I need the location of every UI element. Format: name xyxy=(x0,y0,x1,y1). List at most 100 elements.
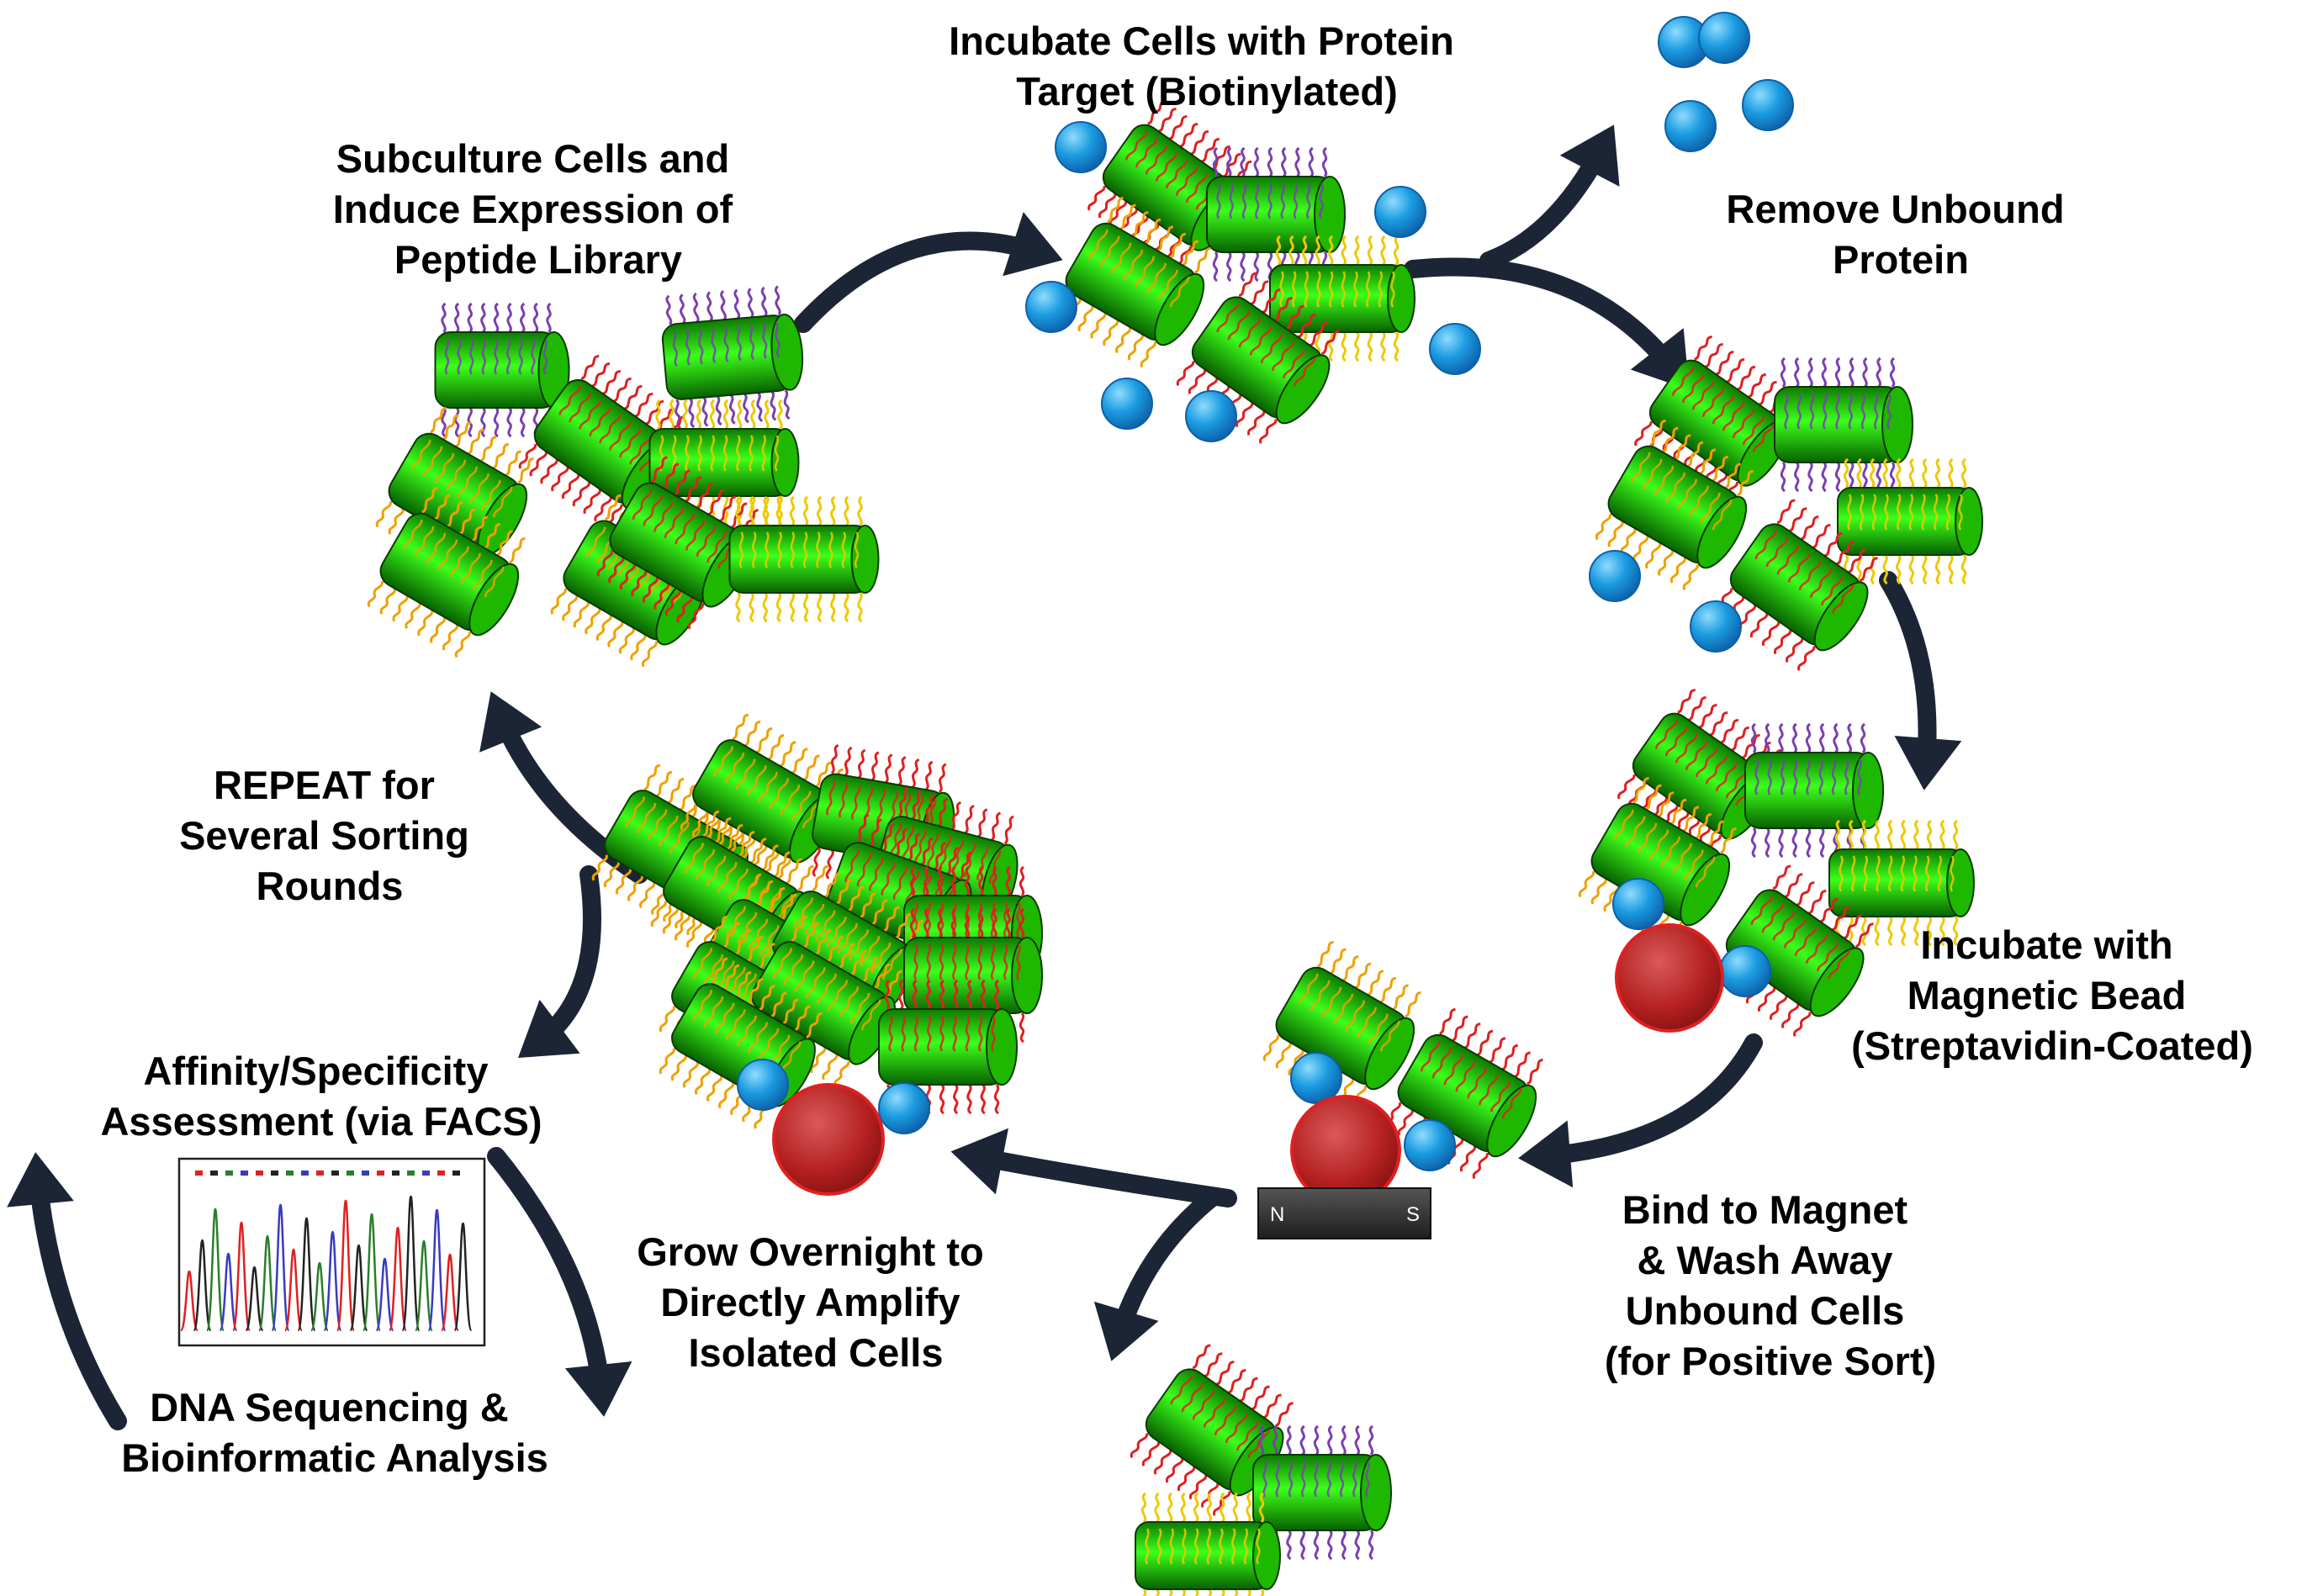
magnetic-bead xyxy=(1615,923,1724,1033)
protein-target xyxy=(1055,121,1107,173)
label-remove-unbound: Remove Unbound Protein xyxy=(1726,187,2075,282)
cell-bead xyxy=(1744,722,1884,859)
base-call-mark xyxy=(301,1171,309,1176)
chromatogram-peak xyxy=(219,1252,238,1332)
chromatogram-peak xyxy=(297,1217,316,1332)
chromatogram-peak xyxy=(283,1248,304,1332)
arrow-to-grow xyxy=(950,1128,1237,1208)
step-labels: Subculture Cells and Induce Expression o… xyxy=(100,18,2252,1480)
cell-incubated xyxy=(1176,272,1340,444)
protein-target xyxy=(1698,12,1750,64)
magnet: N S xyxy=(1257,1187,1431,1239)
base-call-mark xyxy=(241,1171,248,1176)
cell-library xyxy=(596,456,759,630)
cell-bound xyxy=(1714,499,1878,671)
cell-magnet-bound xyxy=(1262,940,1421,1112)
protein-target xyxy=(1742,79,1794,131)
base-call-mark xyxy=(407,1171,415,1176)
base-call-mark xyxy=(377,1171,384,1176)
chromatogram-peak xyxy=(310,1261,330,1332)
cell-washed-away xyxy=(1135,1492,1281,1596)
protein-target xyxy=(1374,186,1426,238)
chromatogram-peak xyxy=(414,1239,434,1332)
protein-target xyxy=(1664,100,1717,152)
cell-bound xyxy=(1837,457,1983,585)
chromatogram-peak xyxy=(375,1257,394,1332)
cell-library xyxy=(661,285,804,430)
protein-target xyxy=(1101,378,1153,430)
cell-library xyxy=(434,302,570,438)
base-call-mark xyxy=(225,1171,233,1176)
protein-target xyxy=(737,1059,789,1111)
chromatogram-peak xyxy=(205,1208,225,1332)
arrow-to-affinity xyxy=(518,865,601,1058)
cell-bound xyxy=(1774,357,1913,493)
chromatogram-peak xyxy=(231,1221,251,1332)
protein-target xyxy=(1290,1052,1342,1104)
chromatogram-peak xyxy=(427,1208,447,1332)
chromatogram-peak xyxy=(336,1199,356,1332)
label-incubate-bead: Incubate with Magnetic Bead (Streptavidi… xyxy=(1851,922,2253,1068)
chromatogram-traces xyxy=(179,1171,473,1332)
magnetic-bead xyxy=(772,1083,885,1196)
label-sequencing: DNA Sequencing & Bioinformatic Analysis xyxy=(121,1385,548,1480)
protein-target xyxy=(1429,323,1481,375)
label-grow-overnight: Grow Overnight to Directly Amplify Isola… xyxy=(637,1229,995,1375)
chromatogram-peak xyxy=(349,1244,368,1332)
protein-target xyxy=(878,1082,930,1134)
base-call-mark xyxy=(347,1171,354,1176)
cell-incubated xyxy=(1269,235,1415,362)
base-call-mark xyxy=(392,1171,399,1176)
chromatogram-peak xyxy=(193,1239,212,1332)
cell-incubated xyxy=(1206,146,1346,283)
arrow-remove-protein xyxy=(1479,124,1620,270)
cycle-arrows xyxy=(7,124,1962,1430)
label-incubate-target: Incubate Cells with Protein Target (Biot… xyxy=(949,18,1465,114)
arrow-to-magnet xyxy=(1518,1033,1763,1188)
chromatogram-peak xyxy=(179,1270,199,1332)
protein-target xyxy=(1404,1119,1456,1171)
label-affinity: Affinity/Specificity Assessment (via FAC… xyxy=(100,1049,542,1144)
base-call-mark xyxy=(452,1171,460,1176)
cell-bound xyxy=(1595,419,1754,591)
base-call-mark xyxy=(316,1171,324,1176)
base-call-mark xyxy=(422,1171,430,1176)
base-call-mark xyxy=(437,1171,445,1176)
chromatogram-peak xyxy=(257,1234,278,1332)
sequencing-chromatogram xyxy=(177,1157,486,1347)
protein-target xyxy=(1589,550,1641,602)
label-repeat: REPEAT for Several Sorting Rounds xyxy=(179,763,480,908)
cell-library xyxy=(728,495,880,623)
base-call-mark xyxy=(271,1171,278,1176)
cell-library xyxy=(367,486,526,658)
cell-bead xyxy=(1578,776,1737,949)
protein-target xyxy=(1690,600,1742,653)
cell-bead xyxy=(1828,819,1975,947)
cell-amplified xyxy=(903,907,1043,1044)
label-subculture: Subculture Cells and Induce Expression o… xyxy=(333,136,743,282)
cell-incubated xyxy=(1052,196,1211,368)
base-call-mark xyxy=(195,1171,203,1176)
cell-amplified xyxy=(878,979,1018,1115)
base-call-mark xyxy=(362,1171,369,1176)
cell-clusters xyxy=(367,12,1983,1596)
chromatogram-peak xyxy=(440,1253,460,1332)
base-call-mark xyxy=(210,1171,218,1176)
protein-target xyxy=(1025,281,1077,333)
chromatogram-peak xyxy=(388,1226,408,1332)
magnet-north-label: N xyxy=(1270,1203,1284,1226)
protein-target xyxy=(1719,945,1771,997)
chromatogram-peak xyxy=(453,1222,473,1332)
base-call-mark xyxy=(286,1171,294,1176)
chromatogram-peak xyxy=(323,1230,342,1332)
base-call-mark xyxy=(331,1171,339,1176)
arrow-to-sequencing xyxy=(487,1147,632,1417)
protein-target xyxy=(1185,390,1237,442)
chromatogram-peak xyxy=(362,1213,382,1332)
arrow-to-bead xyxy=(1879,571,1962,790)
arrow-wash-away xyxy=(1093,1189,1220,1361)
arrow-to-back xyxy=(7,1152,127,1430)
chromatogram-peak xyxy=(401,1195,421,1332)
arrow-to-incubate-target xyxy=(794,212,1063,333)
